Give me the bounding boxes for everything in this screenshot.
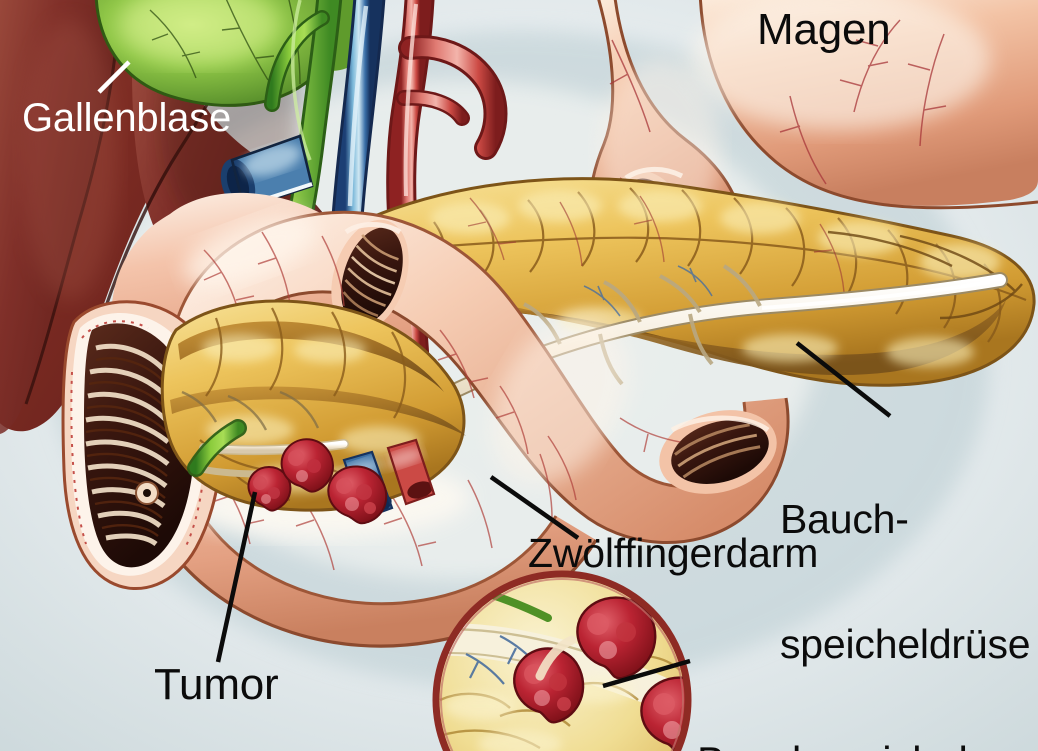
label-bauchspeichelkarzinom: Bauchspeichel- karzinom <box>697 655 982 751</box>
label-bauchspeicheldruese-line1: Bauch- <box>780 495 909 542</box>
label-karzinom-line1: Bauchspeichel- <box>697 740 982 751</box>
label-bauchspeicheldruese-line2: speicheldrüse <box>780 621 1031 668</box>
label-bauchspeicheldruese: Bauch- speicheldrüse <box>780 415 1031 750</box>
label-zwoelffingerdarm: Zwölffingerdarm <box>528 530 819 576</box>
label-tumor: Tumor <box>154 660 279 709</box>
label-gallenblase: Gallenblase <box>22 96 232 140</box>
label-magen: Magen <box>757 5 891 54</box>
